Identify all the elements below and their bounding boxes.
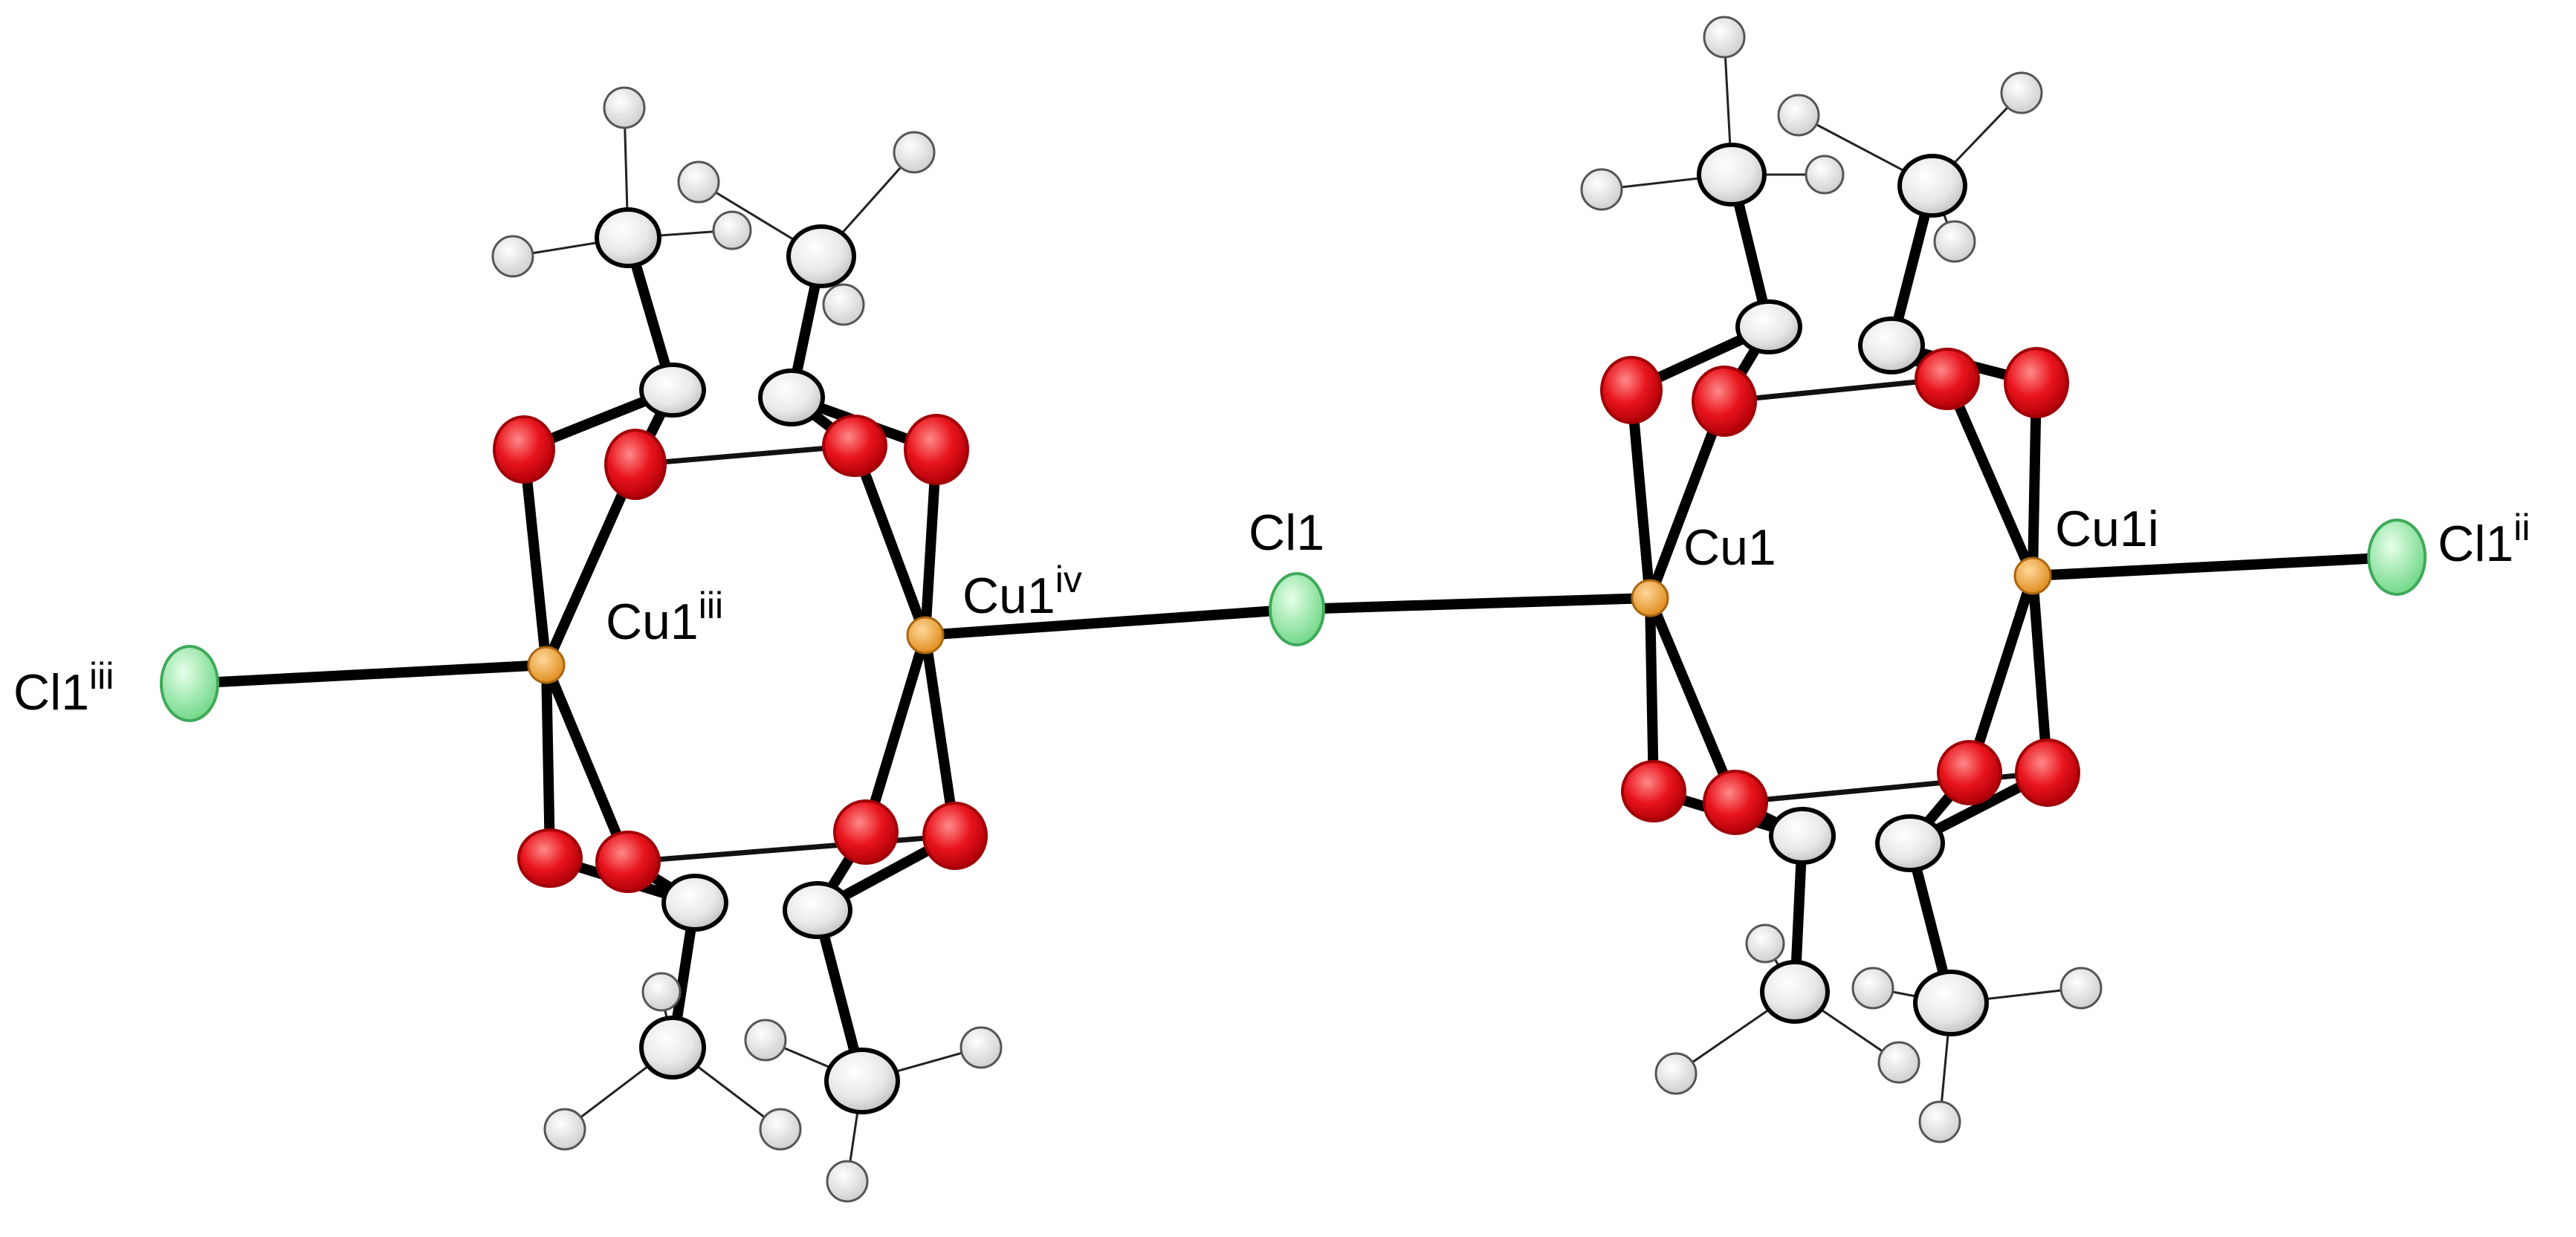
cu1iv-cl1-bond	[920, 604, 1302, 640]
left-carboxyl-carbons	[639, 363, 852, 939]
label-cl1ii: Cl1ii	[2438, 507, 2530, 572]
left-hydrogens	[491, 86, 1003, 1203]
right-paddlewheel	[1292, 16, 2402, 1143]
right-carboxyl-carbons	[1735, 299, 1945, 872]
label-cu1iv: Cu1iv	[962, 559, 1082, 624]
left-methyl-carbons	[595, 207, 900, 1114]
cu1iii-atom	[527, 646, 566, 684]
cl1-atom	[1269, 572, 1325, 646]
cu1i-atom	[2013, 556, 2052, 595]
cl1-cu1-bond	[1292, 593, 1655, 614]
label-cl1: Cl1	[1249, 504, 1324, 561]
right-cu-o-bonds	[1626, 374, 2053, 808]
label-cl1iii: Cl1iii	[13, 655, 114, 721]
cu1i-cl1ii-bond	[2028, 552, 2402, 581]
right-hydrogen-bonds	[1601, 36, 2082, 1123]
label-cu1iii: Cu1iii	[606, 585, 723, 650]
right-cc-bonds	[1726, 169, 1956, 1008]
label-cu1: Cu1	[1683, 519, 1776, 576]
left-cu-o-bonds	[519, 441, 960, 867]
right-hydrogens	[1580, 16, 2103, 1143]
cl1iii-cu1iii-bond	[184, 660, 551, 689]
cu1-atom	[1631, 579, 1669, 617]
cu1iv-atom	[906, 616, 945, 655]
right-oxygens	[1600, 347, 2080, 835]
left-paddlewheel	[184, 86, 1302, 1203]
cl1ii-atom	[2367, 519, 2427, 596]
label-cu1i: Cu1i	[2055, 501, 2159, 557]
left-oxygens	[493, 414, 988, 893]
right-methyl-carbons	[1697, 143, 1989, 1036]
chlorine-atoms	[160, 519, 2427, 722]
cl1iii-atom	[160, 645, 219, 722]
